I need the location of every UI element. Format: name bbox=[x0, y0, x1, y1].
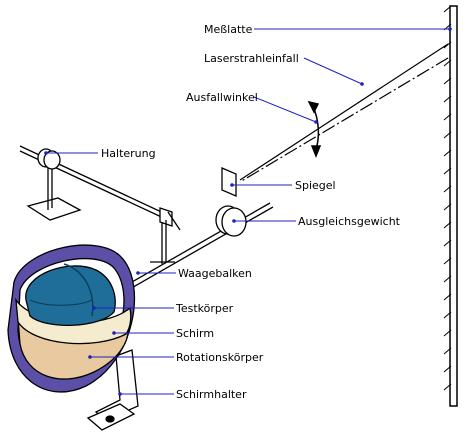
label-laserstrahleinfall: Laserstrahleinfall bbox=[204, 52, 299, 65]
label-schirmhalter: Schirmhalter bbox=[176, 388, 247, 401]
leader-ausfallwinkel bbox=[253, 96, 317, 123]
leader-dots bbox=[44, 27, 452, 396]
label-waagebalken: Waagebalken bbox=[178, 267, 252, 280]
label-messlatte: Meßlatte bbox=[204, 23, 253, 36]
laser-beams bbox=[239, 43, 449, 183]
label-schirm: Schirm bbox=[176, 327, 214, 340]
leader-lines bbox=[46, 28, 450, 395]
label-rotationskoerper: Rotationskörper bbox=[176, 351, 264, 364]
reflected-laser-beam bbox=[239, 57, 449, 183]
label-spiegel: Spiegel bbox=[295, 179, 336, 192]
mirror bbox=[221, 167, 237, 197]
rotation-assembly bbox=[7, 244, 135, 393]
measuring-scale bbox=[443, 5, 458, 407]
label-ausgleichsgewicht: Ausgleichsgewicht bbox=[298, 215, 401, 228]
holder-assembly bbox=[19, 145, 181, 264]
leader-laserstrahleinfall bbox=[303, 57, 363, 85]
label-halterung: Halterung bbox=[101, 147, 156, 160]
incident-laser-beam bbox=[239, 43, 449, 181]
reflection-angle-arc bbox=[307, 100, 322, 159]
label-testkoerper: Testkörper bbox=[175, 302, 234, 315]
label-ausfallwinkel: Ausfallwinkel bbox=[186, 91, 258, 104]
